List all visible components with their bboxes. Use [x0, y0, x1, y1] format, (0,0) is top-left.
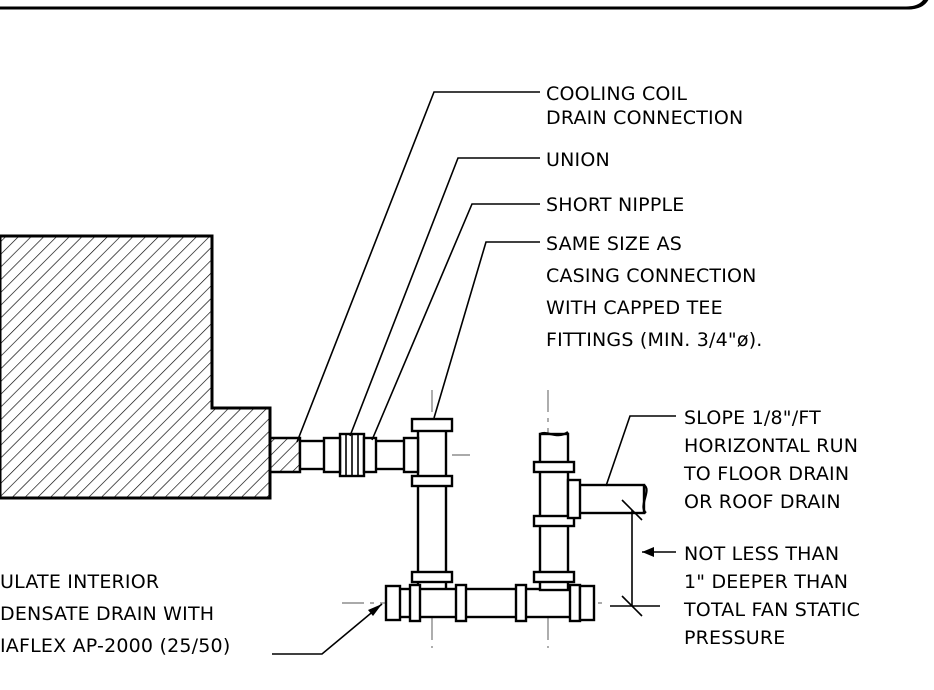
tee-body — [402, 436, 420, 474]
svg-text:SAME SIZE AS: SAME SIZE AS — [546, 233, 682, 255]
outlet-pipe — [576, 483, 646, 515]
label-same-size: SAME SIZE AS CASING CONNECTION WITH CAPP… — [546, 233, 763, 351]
label-short-nipple: SHORT NIPPLE — [546, 194, 685, 216]
tee-cap — [410, 417, 454, 433]
nipple-collar — [362, 436, 378, 474]
coupling — [408, 583, 422, 623]
label-union: UNION — [546, 149, 610, 171]
svg-text:NOT LESS THAN: NOT LESS THAN — [684, 543, 839, 565]
leader-insulate — [272, 603, 383, 655]
leader-same-size — [433, 241, 540, 419]
svg-text:WITH CAPPED TEE: WITH CAPPED TEE — [546, 297, 723, 319]
outlet-tee — [566, 478, 582, 520]
svg-text:1" DEEPER THAN: 1" DEEPER THAN — [684, 571, 848, 593]
svg-text:TO FLOOR DRAIN: TO FLOOR DRAIN — [683, 463, 849, 485]
bottom-pipe — [394, 587, 584, 619]
coupling — [532, 460, 576, 474]
coupling — [568, 583, 582, 623]
right-riser-cut — [539, 431, 569, 437]
leader-slope — [605, 415, 676, 487]
right-riser-pipe — [538, 432, 570, 592]
tee-cap-right — [578, 584, 596, 622]
title-box-bottom — [0, 0, 927, 10]
label-cooling-coil: COOLING COIL DRAIN CONNECTION — [546, 83, 743, 129]
svg-text:DRAIN CONNECTION: DRAIN CONNECTION — [546, 107, 743, 129]
coupling — [532, 570, 576, 584]
coupling — [410, 570, 454, 584]
leader-arrowhead — [368, 604, 382, 616]
svg-text:TOTAL FAN STATIC: TOTAL FAN STATIC — [683, 599, 860, 621]
leader-cooling-coil — [296, 91, 540, 443]
ahu-casing — [0, 234, 272, 500]
svg-text:PRESSURE: PRESSURE — [684, 627, 786, 649]
svg-text:CASING CONNECTION: CASING CONNECTION — [546, 265, 757, 287]
svg-text:COOLING COIL: COOLING COIL — [546, 83, 687, 105]
leader-short-nipple — [371, 203, 540, 441]
svg-text:FITTINGS (MIN. 3/4"ø).: FITTINGS (MIN. 3/4"ø). — [546, 329, 763, 351]
svg-text:ULATE INTERIOR: ULATE INTERIOR — [0, 571, 159, 593]
svg-text:DENSATE DRAIN WITH: DENSATE DRAIN WITH — [0, 603, 214, 625]
casing-drain-stub — [270, 436, 302, 474]
dim-tick — [621, 499, 643, 521]
svg-text:OR ROOF DRAIN: OR ROOF DRAIN — [684, 491, 841, 513]
svg-text:SLOPE 1/8"/FT: SLOPE 1/8"/FT — [684, 407, 821, 429]
coupling — [514, 583, 528, 623]
tee-cap-left — [384, 584, 402, 622]
label-insulate: ULATE INTERIOR DENSATE DRAIN WITH IAFLEX… — [0, 571, 230, 657]
coupling — [454, 583, 468, 623]
label-not-less: NOT LESS THAN 1" DEEPER THAN TOTAL FAN S… — [683, 543, 860, 649]
svg-text:IAFLEX AP-2000 (25/50): IAFLEX AP-2000 (25/50) — [0, 635, 230, 657]
leader-arrowhead — [642, 547, 654, 557]
outlet-break — [642, 484, 648, 514]
label-slope: SLOPE 1/8"/FT HORIZONTAL RUN TO FLOOR DR… — [683, 407, 858, 513]
coupling — [532, 514, 576, 528]
nipple-collar — [322, 436, 342, 474]
svg-text:UNION: UNION — [546, 149, 610, 171]
svg-text:HORIZONTAL RUN: HORIZONTAL RUN — [684, 435, 858, 457]
leader-union — [349, 157, 540, 437]
coupling — [410, 474, 454, 488]
svg-text:SHORT NIPPLE: SHORT NIPPLE — [546, 194, 685, 216]
